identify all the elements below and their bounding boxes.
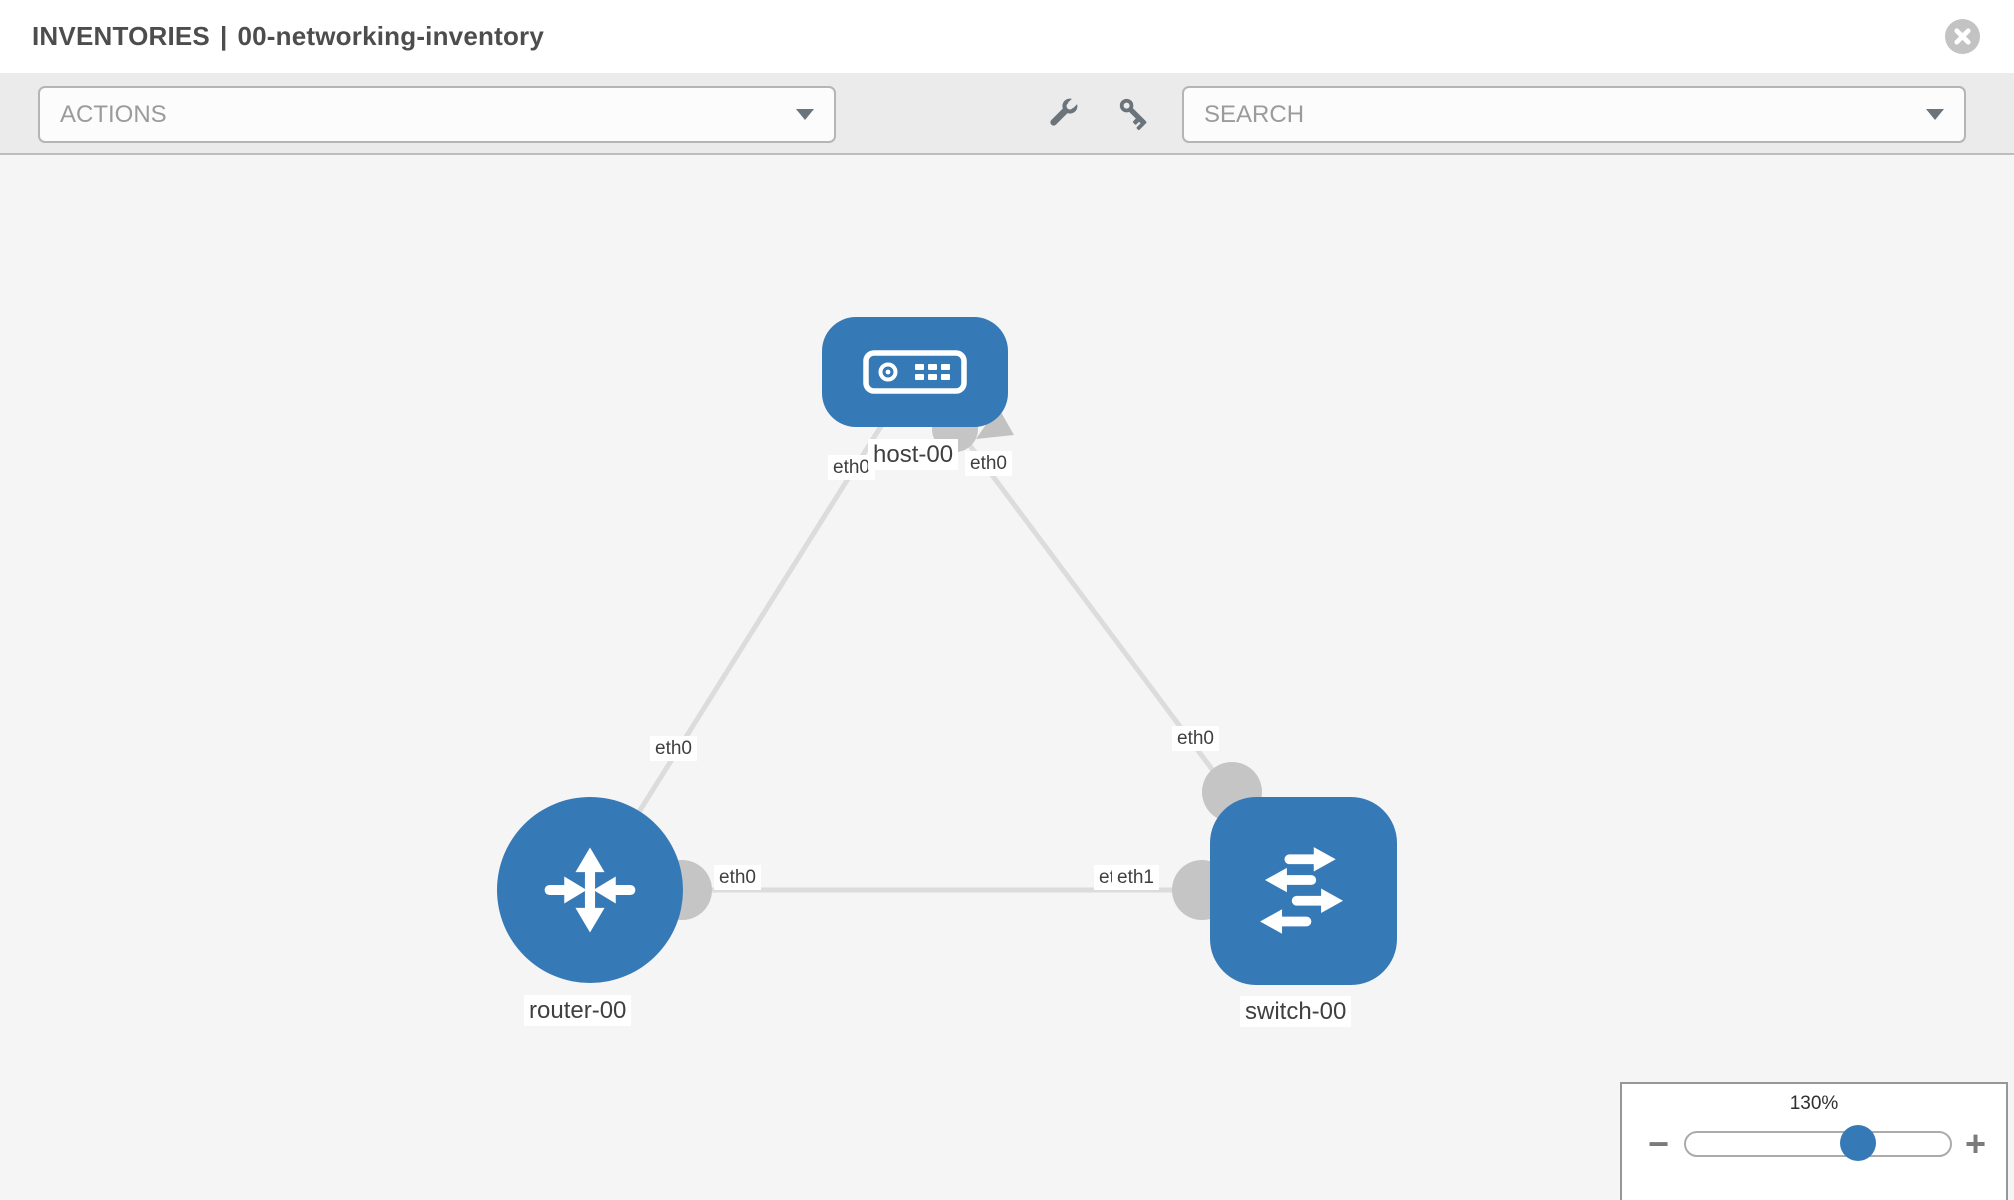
close-button[interactable] (1945, 19, 1980, 54)
wrench-button[interactable] (1045, 95, 1081, 131)
key-button[interactable] (1116, 95, 1152, 131)
zoom-out-button[interactable]: − (1648, 1123, 1670, 1164)
zoom-slider-track[interactable] (1684, 1125, 1953, 1161)
close-icon (1954, 28, 1971, 45)
node-label-router-00: router-00 (524, 995, 632, 1027)
interface-label: eth0 (965, 451, 1012, 477)
zoom-level-value: 130% (1789, 1093, 1839, 1114)
page-title: INVENTORIES | 00-networking-inventory (32, 0, 544, 73)
actions-dropdown-label: ACTIONS (60, 100, 167, 128)
node-router-00[interactable] (497, 797, 683, 983)
link-arrow-marker (976, 407, 1014, 439)
zoom-slider-handle[interactable] (1840, 1125, 1877, 1161)
toolbar: ACTIONS SEARC (0, 73, 2014, 155)
title-section: INVENTORIES (32, 21, 210, 51)
zoom-panel: 130% − + (1620, 1082, 2008, 1200)
wrench-icon (1050, 97, 1079, 126)
header: INVENTORIES | 00-networking-inventory (0, 0, 2014, 73)
title-divider: | (219, 21, 228, 51)
interface-label: eth1 (1112, 865, 1159, 891)
server-icon (863, 350, 967, 394)
node-label-switch-00: switch-00 (1240, 996, 1352, 1028)
interface-label: eth0 (714, 865, 761, 891)
topology-canvas[interactable]: eth0 host-00 eth0 eth0 eth0 eth0 eth0 et… (0, 155, 2014, 1200)
search-dropdown[interactable]: SEARCH (1182, 86, 1966, 143)
interface-label: eth0 (828, 455, 875, 481)
zoom-controls: − + (1622, 1124, 2006, 1164)
key-icon (1119, 98, 1147, 131)
chevron-down-icon (1926, 109, 1944, 120)
link-layer (587, 370, 1306, 920)
interface-label: eth0 (1172, 726, 1219, 752)
actions-dropdown[interactable]: ACTIONS (38, 86, 836, 143)
switch-arrows-icon (1259, 847, 1343, 934)
interface-label: eth0 (650, 736, 697, 762)
node-switch-00[interactable] (1210, 797, 1397, 985)
zoom-in-button[interactable]: + (1965, 1123, 1987, 1164)
router-arrows-icon (544, 847, 636, 933)
node-host-00[interactable] (822, 317, 1008, 427)
node-label-host-00: host-00 (868, 439, 959, 471)
chevron-down-icon (796, 109, 814, 120)
search-placeholder: SEARCH (1204, 100, 1305, 128)
inventory-name: 00-networking-inventory (237, 21, 545, 51)
